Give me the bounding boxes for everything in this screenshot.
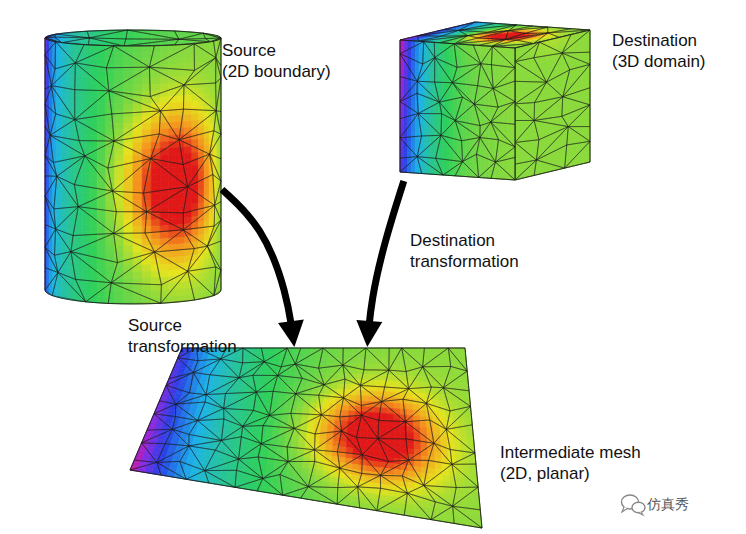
diagram-stage: Source(2D boundary)Destination(3D domain… [0,0,746,534]
